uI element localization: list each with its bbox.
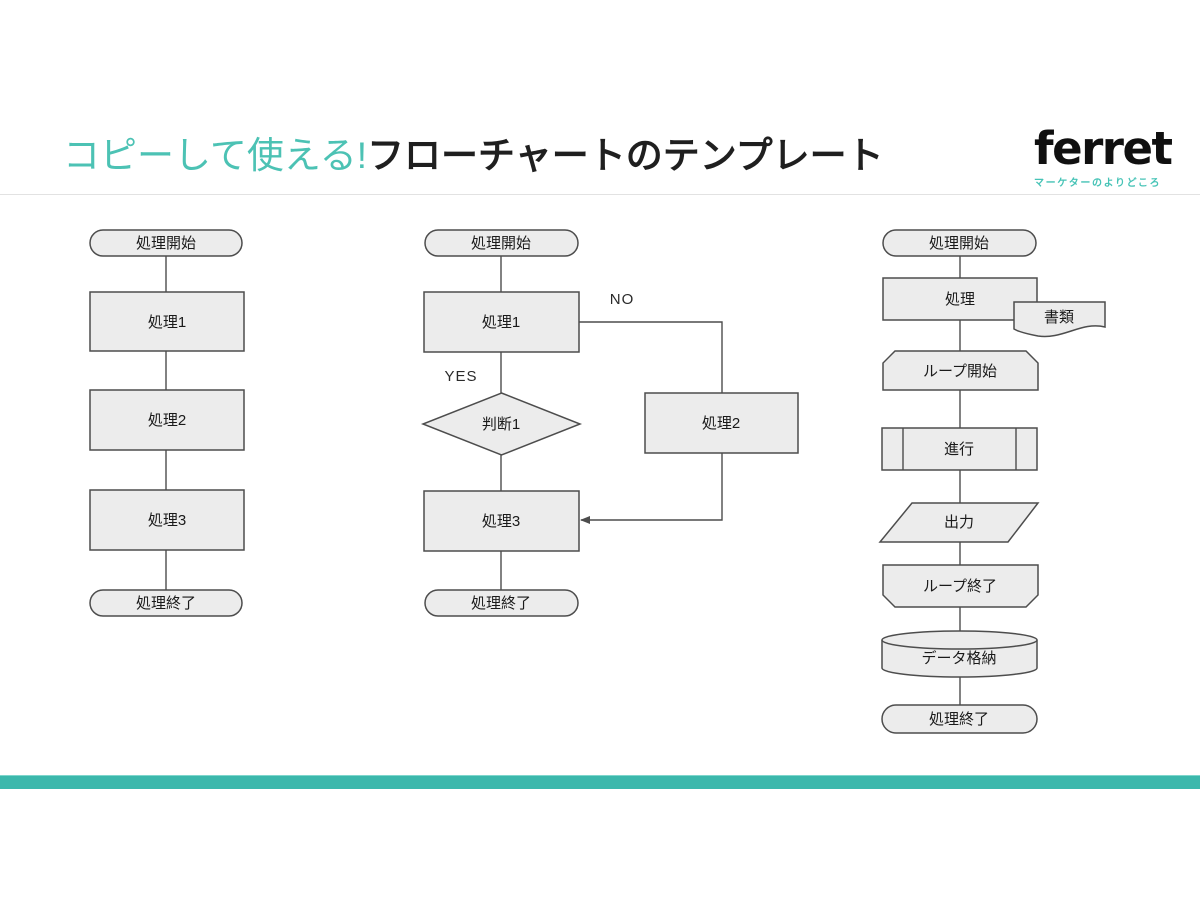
process-box xyxy=(644,392,799,454)
process-label: 処理3 xyxy=(148,512,186,529)
predefined-process-box xyxy=(881,427,1038,471)
process-box xyxy=(423,490,580,552)
flowchart-decision-branch: NO YES 処理開始 処理1 判断1 処理2 処理3 処理終了 xyxy=(420,229,799,617)
page-title-rest: フローチャートのテンプレート xyxy=(367,135,884,176)
process-label: 処理2 xyxy=(702,415,740,432)
page-title-highlight: コピーして使える! xyxy=(63,135,368,176)
process-label: 処理 xyxy=(945,291,975,308)
data-store-label: データ格納 xyxy=(921,649,996,667)
process-label: 処理1 xyxy=(148,314,186,331)
process-label: 処理1 xyxy=(482,314,520,331)
loop-end-label: ループ終了 xyxy=(923,578,997,595)
data-store-cylinder xyxy=(881,640,1038,678)
edge-label-yes: YES xyxy=(444,368,477,385)
loop-start-shape xyxy=(882,350,1039,391)
process-label: 処理2 xyxy=(148,412,186,429)
process-box xyxy=(423,291,580,353)
output-parallelogram xyxy=(878,502,1040,543)
edge-label-no: NO xyxy=(610,291,635,308)
process-box xyxy=(89,389,245,451)
flowchart-loop-io: 処理開始 処理 書類 ループ開始 進行 出力 ループ終了 データ格納 処理終了 xyxy=(878,229,1106,734)
process-box xyxy=(89,489,245,551)
ferret-logo-tagline: マーケターのよりどころ xyxy=(1034,178,1162,189)
process-box xyxy=(89,291,245,352)
terminator-start xyxy=(89,229,243,257)
terminator-start-label: 処理開始 xyxy=(929,235,989,252)
terminator-end xyxy=(881,704,1038,734)
terminator-start xyxy=(882,229,1037,257)
bottom-accent-bar xyxy=(0,775,1200,789)
decision-label: 判断1 xyxy=(482,416,520,433)
predefined-process-label: 進行 xyxy=(944,441,974,458)
arrowhead-icon xyxy=(580,516,590,524)
terminator-start-label: 処理開始 xyxy=(136,235,196,252)
terminator-end-label: 処理終了 xyxy=(929,711,989,728)
terminator-end-label: 処理終了 xyxy=(136,595,196,612)
terminator-end-label: 処理終了 xyxy=(471,595,531,612)
terminator-start xyxy=(424,229,579,257)
flowchart-basic-sequence: 処理開始 処理1 処理2 処理3 処理終了 xyxy=(89,229,245,617)
process-box xyxy=(882,277,1038,321)
document-label: 書類 xyxy=(1044,309,1074,326)
page-title: コピーして使える!フローチャートのテンプレート xyxy=(63,133,884,179)
decision-diamond xyxy=(420,392,583,456)
ferret-logo-text: ferret xyxy=(1034,122,1173,175)
document-shape xyxy=(1013,301,1106,338)
connector-no xyxy=(579,321,723,393)
terminator-start-label: 処理開始 xyxy=(471,235,531,252)
output-label: 出力 xyxy=(944,514,974,531)
header-divider xyxy=(0,194,1200,195)
loop-end-shape xyxy=(882,564,1039,608)
process-label: 処理3 xyxy=(482,513,520,530)
ferret-logo: ferret マーケターのよりどころ xyxy=(1034,122,1173,190)
terminator-end xyxy=(424,589,579,617)
terminator-end xyxy=(89,589,243,617)
loop-start-label: ループ開始 xyxy=(923,363,997,380)
connector-merge xyxy=(581,453,723,521)
data-store-cylinder-top xyxy=(881,630,1038,650)
